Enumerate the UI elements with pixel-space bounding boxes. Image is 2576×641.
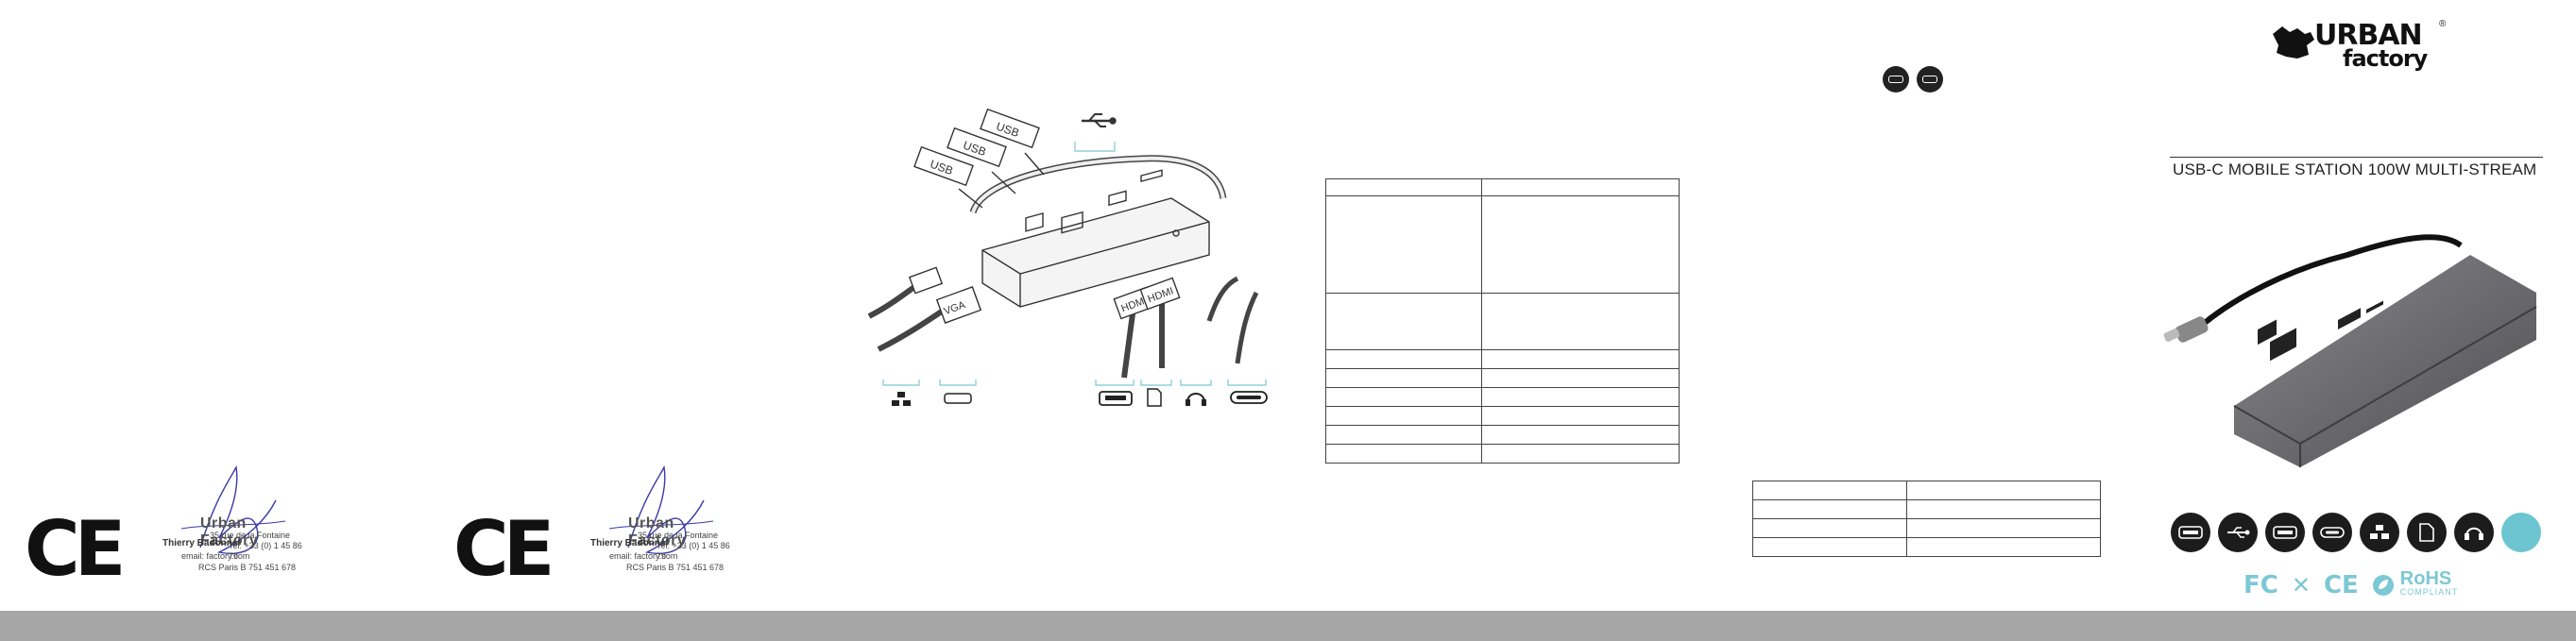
signature-block-1: Urban Factory 35 rue de la Fontaine Thie… [162, 463, 304, 576]
port-icon [1883, 66, 1909, 93]
table-cell [1325, 349, 1482, 369]
table-cell [1325, 425, 1482, 445]
table-cell [1325, 195, 1482, 294]
product-photo [2163, 234, 2537, 467]
company-name: Urban Factory [200, 515, 259, 548]
table-cell [1325, 387, 1482, 407]
table-cell [1906, 499, 2101, 519]
table-cell [1325, 178, 1482, 196]
brand-name-bottom: factory [2343, 45, 2428, 72]
table-cell [1481, 293, 1680, 350]
usb-c-icon [1230, 391, 1268, 404]
port-icon [1917, 66, 1943, 93]
bulldog-logo-icon [2273, 26, 2314, 59]
table-cell [1481, 368, 1680, 388]
signature-block-2: Urban Factory 35 rue de la Fontaine Thie… [590, 463, 732, 576]
signer-name: Thierry Badonnel [590, 538, 669, 548]
registered-mark: ® [2439, 19, 2447, 29]
address-line: 35 rue de la Fontaine [210, 531, 291, 540]
feature-icon-row [2171, 513, 2549, 556]
table-cell [1481, 387, 1680, 407]
ethernet-icon [892, 392, 911, 406]
table-cell [1325, 406, 1482, 426]
rcs-line: RCS Paris B 751 451 678 [626, 563, 725, 572]
phone-line: Tel: +33 (0) 1 45 86 79 [657, 541, 730, 561]
table-cell [1906, 518, 2101, 538]
headphones-icon [1186, 393, 1206, 406]
email-line: email: factory.com [181, 551, 250, 561]
vga-icon [944, 393, 972, 404]
power-delivery-icon [2501, 513, 2541, 552]
table-cell [1481, 406, 1680, 426]
spec-table-2 [1752, 481, 2101, 557]
rohs-leaf-icon [2372, 575, 2394, 596]
table-cell [1906, 537, 2101, 557]
company-name: Urban Factory [628, 515, 687, 548]
ethernet-icon [2360, 513, 2399, 552]
bottom-band [0, 611, 2576, 641]
fcc-logo: FC [2243, 571, 2278, 599]
table-cell [1752, 499, 1907, 519]
headset-icon [2454, 513, 2494, 552]
table-cell [1752, 518, 1907, 538]
signer-name: Thierry Badonnel [162, 538, 241, 548]
table-cell [1752, 481, 1907, 500]
product-title: USB-C MOBILE STATION 100W MULTI-STREAM [2173, 160, 2537, 178]
weee-icon: ✕ [2291, 572, 2311, 599]
table-cell [1481, 195, 1680, 294]
phone-line: Tel: +33 (0) 1 45 86 79 [229, 541, 302, 561]
brand-logo: URBAN factory ® [2269, 17, 2448, 74]
ce-mark-1: CE [25, 505, 126, 593]
table-cell [1906, 481, 2101, 500]
ce-mark-2: CE [453, 505, 554, 593]
usb-symbol-icon [1082, 113, 1117, 127]
usb-icon [2218, 513, 2258, 552]
table-cell [1325, 368, 1482, 388]
small-icon-pair [1883, 66, 1943, 93]
sd-card-icon [1147, 388, 1162, 407]
brand-name-top: URBAN [2314, 19, 2423, 52]
table-cell [1752, 537, 1907, 557]
hdmi-port-icon [2171, 513, 2210, 552]
table-cell [1481, 425, 1680, 445]
table-cell [1481, 349, 1680, 369]
title-divider [2170, 157, 2543, 158]
table-cell [1325, 293, 1482, 350]
hdmi-icon [1099, 391, 1133, 406]
signature-scribble [608, 464, 714, 554]
table-cell [1481, 178, 1680, 196]
table-cell [1481, 444, 1680, 464]
signature-scribble [180, 464, 286, 554]
sd-card-icon [2407, 513, 2447, 552]
address-line: 35 rue de la Fontaine [638, 531, 719, 540]
spec-table-1 [1325, 178, 1680, 464]
certification-row: FC ✕ CE RoHS COMPLIANT [2243, 566, 2458, 604]
rohs-sub-label: COMPLIANT [2399, 587, 2459, 597]
table-cell [1325, 444, 1482, 464]
usb-c-port-icon [2312, 513, 2352, 552]
rohs-badge: RoHS COMPLIANT [2372, 568, 2459, 599]
ce-logo: CE [2323, 571, 2359, 599]
email-line: email: factory.com [609, 551, 678, 561]
rohs-label: RoHS [2399, 568, 2452, 589]
hub-connection-diagram: USB USB USB VGA HDMI HDMI [867, 108, 1268, 407]
rcs-line: RCS Paris B 751 451 678 [198, 563, 297, 572]
hdmi-port-icon [2265, 513, 2305, 552]
